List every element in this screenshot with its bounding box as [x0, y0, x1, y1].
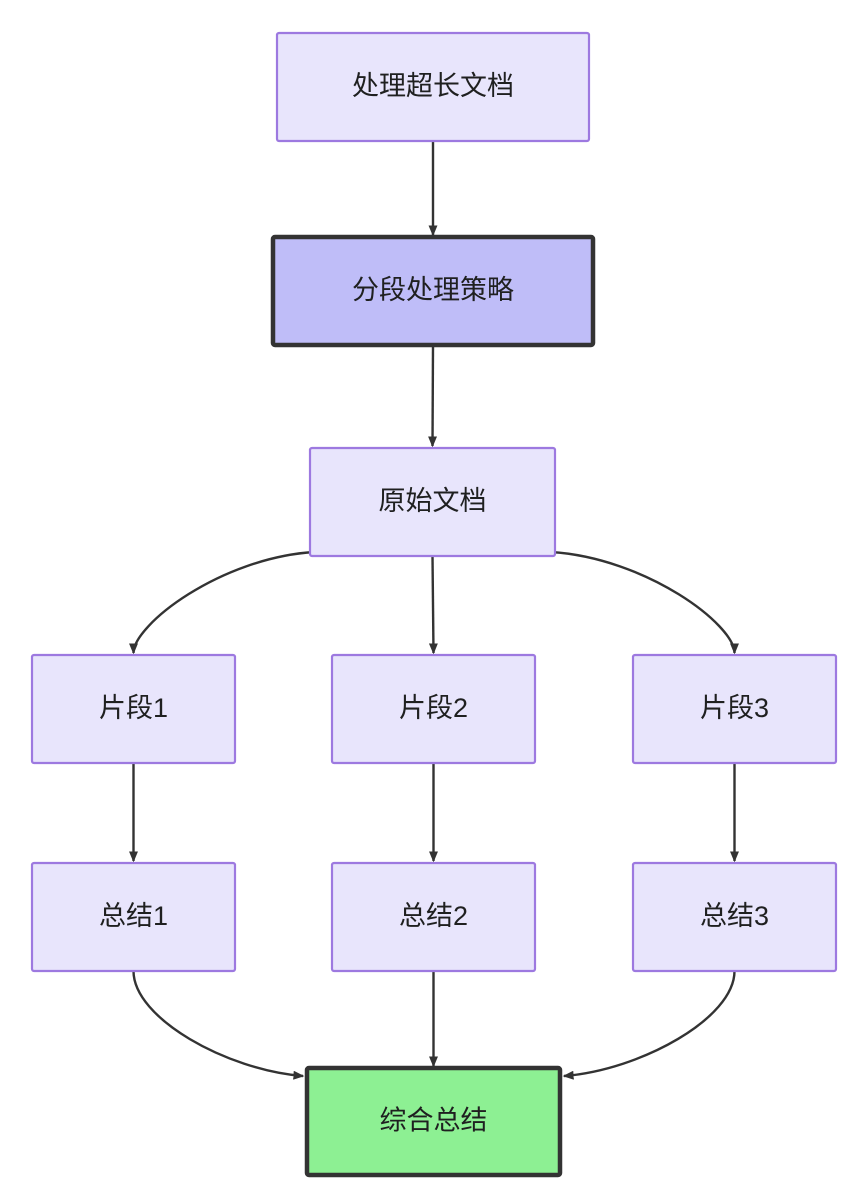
edge-summary_1-to-final_summary: [132, 970, 305, 1080]
edge-source_doc-to-chunk_2: [428, 555, 438, 655]
node-summary-1[interactable]: 总结1: [30, 861, 237, 973]
node-chunk-1[interactable]: 片段1: [30, 653, 237, 765]
node-box: [30, 861, 237, 973]
node-label: 总结1: [99, 901, 168, 931]
node-box: [304, 1065, 563, 1178]
edge-summary_3-to-final_summary: [562, 970, 736, 1080]
node-box: [631, 861, 838, 973]
node-label: 片段1: [99, 693, 168, 723]
node-label: 处理超长文档: [352, 71, 514, 101]
node-box: [308, 446, 557, 558]
node-box: [30, 653, 237, 765]
edge-source_doc-to-chunk_3: [550, 550, 739, 655]
node-final-summary[interactable]: 综合总结: [304, 1065, 563, 1178]
node-box: [631, 653, 838, 765]
node-label: 总结2: [399, 901, 468, 931]
edge-strategy-to-source_doc: [428, 344, 438, 448]
node-source-doc[interactable]: 原始文档: [308, 446, 557, 558]
node-chunk-2[interactable]: 片段2: [330, 653, 537, 765]
node-box: [330, 861, 537, 973]
node-long-doc[interactable]: 处理超长文档: [275, 31, 591, 143]
node-summary-3[interactable]: 总结3: [631, 861, 838, 973]
node-label: 片段2: [399, 693, 468, 723]
node-box: [330, 653, 537, 765]
node-label: 综合总结: [380, 1106, 488, 1136]
node-label: 片段3: [700, 693, 769, 723]
node-strategy[interactable]: 分段处理策略: [270, 234, 596, 348]
node-label: 原始文档: [379, 486, 487, 516]
node-label: 分段处理策略: [352, 275, 514, 305]
node-box: [275, 31, 591, 143]
node-label: 总结3: [700, 901, 769, 931]
edge-source_doc-to-chunk_1: [129, 550, 315, 655]
node-box: [270, 234, 596, 348]
node-chunk-3[interactable]: 片段3: [631, 653, 838, 765]
node-summary-2[interactable]: 总结2: [330, 861, 537, 973]
edge-layer: [129, 141, 739, 1080]
